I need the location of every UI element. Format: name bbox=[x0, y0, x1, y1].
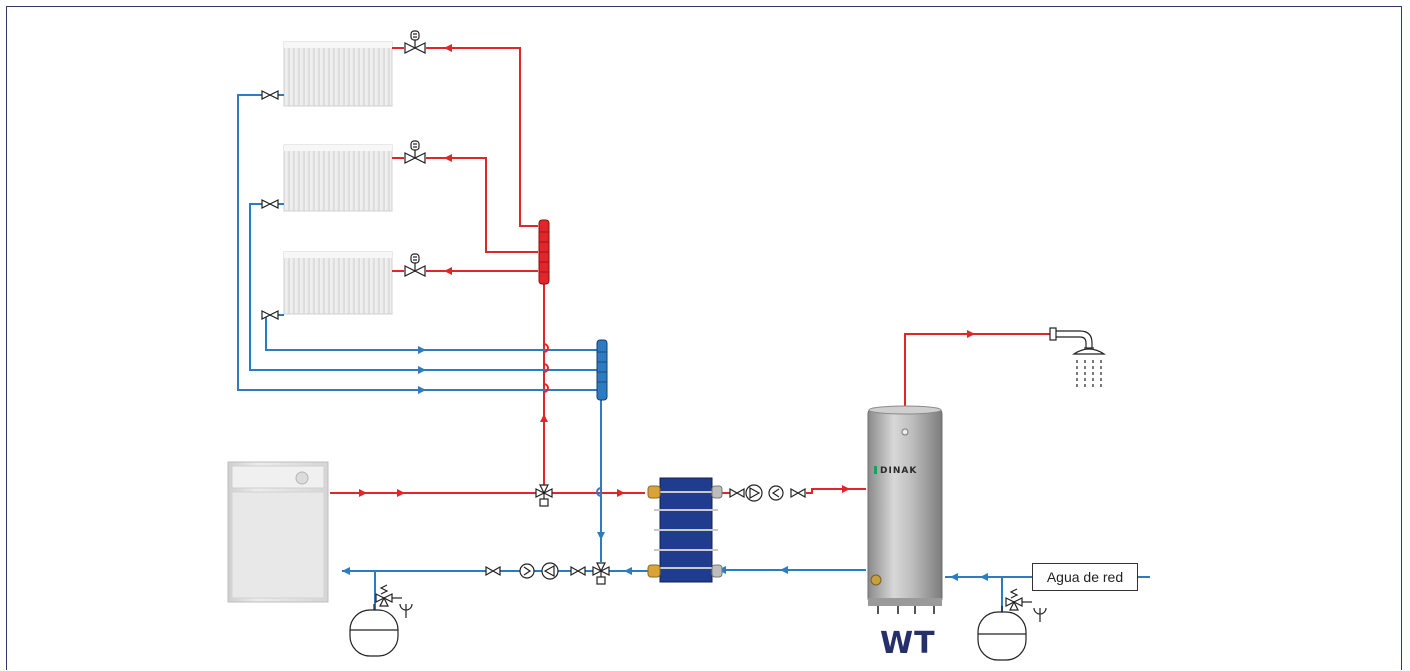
expansion-vessel-right bbox=[977, 588, 1047, 661]
thermostatic-valve-icon bbox=[404, 30, 426, 277]
primary-return-components bbox=[485, 562, 586, 580]
radiator-3 bbox=[283, 251, 393, 315]
secondary-components bbox=[729, 484, 806, 502]
tank-name-label: WT bbox=[880, 626, 936, 661]
return-valve-icon bbox=[261, 90, 279, 320]
radiator-2 bbox=[283, 144, 393, 212]
water-tank bbox=[867, 405, 943, 614]
expansion-vessel-left bbox=[349, 584, 413, 657]
mains-water-label: Agua de red bbox=[1032, 563, 1138, 591]
shower-icon bbox=[1049, 327, 1106, 390]
isolation-valve-icon bbox=[729, 487, 745, 499]
pipe-crossovers bbox=[543, 343, 602, 497]
boiler bbox=[227, 461, 329, 603]
isolation-valve-icon bbox=[485, 565, 501, 577]
cold-collector bbox=[596, 339, 608, 401]
tank-brand-label: DINAK bbox=[880, 466, 918, 476]
pump-icon bbox=[541, 562, 559, 580]
plate-heat-exchanger bbox=[647, 477, 723, 583]
flow-arrows bbox=[342, 44, 988, 581]
diagram-frame bbox=[6, 6, 1402, 670]
pump-icon bbox=[745, 484, 763, 502]
isolation-valve-icon bbox=[790, 487, 806, 499]
check-valve-icon bbox=[768, 485, 784, 501]
hot-collector bbox=[538, 219, 550, 285]
isolation-valve-icon bbox=[570, 565, 586, 577]
check-valve-icon bbox=[519, 563, 535, 579]
three-way-valve-icon bbox=[535, 484, 610, 585]
radiator-1 bbox=[283, 41, 393, 107]
